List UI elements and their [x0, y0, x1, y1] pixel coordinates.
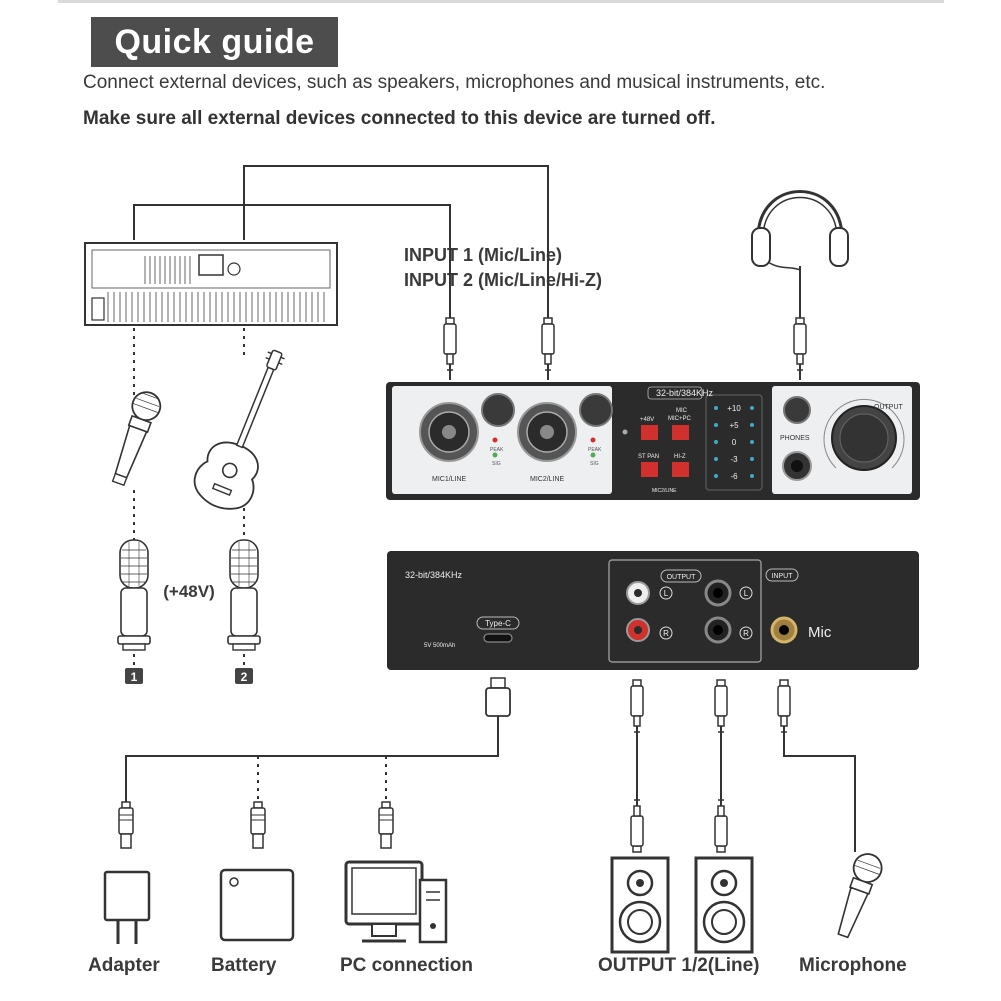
page-title: Quick guide: [91, 17, 338, 67]
mic-monitor-button: [672, 425, 689, 440]
condenser-mic-icon: [227, 539, 261, 651]
output-knob-label: OUTPUT: [874, 404, 904, 411]
usb-plug-icon: [485, 677, 511, 740]
meter-label: -3: [730, 455, 738, 464]
phantom-power-label: (+48V): [163, 582, 215, 601]
mic1-label: MIC1/LINE: [432, 476, 467, 483]
front-panel: [386, 382, 920, 500]
mic2-label: MIC2/LINE: [530, 476, 565, 483]
meter-label: -6: [730, 472, 738, 481]
sig-label-2: SIG: [590, 461, 599, 467]
mic-number-badge: [235, 668, 253, 684]
48v-button: [641, 425, 658, 440]
microphone-icon: [837, 853, 883, 939]
hi-z-button: [672, 462, 689, 477]
rear-L-label: L: [664, 589, 669, 598]
type-c-label: Type-C: [485, 619, 511, 628]
jack-plug-icon: [541, 317, 555, 381]
rear-L-label: L: [744, 589, 749, 598]
power-label: 5V 500mAh: [424, 643, 455, 649]
micpc-btn-label: MIC+PC: [668, 416, 692, 422]
mic2line-small-label: MIC2/LINE: [652, 488, 677, 494]
usb-plug-icon: [118, 801, 134, 849]
input-label: INPUT: [772, 573, 794, 580]
pc-icon: [344, 860, 448, 944]
pc-connection-label: PC connection: [340, 955, 474, 976]
jack-plug-icon: [777, 679, 791, 743]
jack-plug-icon: [714, 679, 728, 743]
rear-badge: 32-bit/384KHz: [405, 570, 463, 580]
adapter-label: Adapter: [88, 955, 160, 976]
input2-label: INPUT 2 (Mic/Line/Hi-Z): [404, 270, 602, 290]
jack-plug-icon: [630, 679, 644, 743]
battery-label: Battery: [211, 955, 277, 976]
output-label: OUTPUT: [667, 574, 697, 581]
meter-label: +5: [729, 421, 739, 430]
subtitle: Connect external devices, such as speake…: [83, 72, 826, 93]
front-badge: 32-bit/384KHz: [656, 388, 714, 398]
warning-text: Make sure all external devices connected…: [83, 108, 716, 129]
adapter-icon: [103, 870, 151, 944]
st-pan-button: [641, 462, 658, 477]
phones-label: PHONES: [780, 435, 810, 442]
microphone-icon: [111, 391, 162, 487]
output-line-label: OUTPUT 1/2(Line): [598, 955, 760, 976]
mic-number-1: 1: [131, 670, 138, 684]
top-divider: [58, 0, 944, 3]
keyboard-icon: [84, 242, 338, 326]
jack-plug-icon: [793, 317, 807, 381]
mic-input-label: Mic: [808, 624, 832, 641]
speaker-icon: [694, 856, 754, 954]
mic-btn-label: MIC: [676, 408, 688, 414]
peak-label-1: PEAK: [490, 447, 504, 453]
48v-label: +48V: [640, 417, 654, 423]
hiz-label: HI-Z: [674, 454, 686, 460]
guitar-icon: [193, 349, 285, 510]
headphones-icon: [751, 190, 849, 318]
peak-label-2: PEAK: [588, 447, 602, 453]
usb-plug-icon: [250, 801, 266, 849]
rear-panel: [387, 551, 919, 670]
sig-label-1: SIG: [492, 461, 501, 467]
condenser-mic-icon: [117, 539, 151, 651]
speaker-icon: [610, 856, 670, 954]
microphone-label: Microphone: [799, 955, 907, 976]
meter-label: 0: [732, 438, 737, 447]
rear-R-label: R: [663, 629, 669, 638]
stpan-label: ST PAN: [638, 454, 659, 460]
meter-label: +10: [727, 404, 741, 413]
usb-plug-icon: [378, 801, 394, 849]
mic-number-badge: [125, 668, 143, 684]
battery-icon: [219, 868, 295, 942]
mic-number-2: 2: [241, 670, 248, 684]
jack-plug-icon: [443, 317, 457, 381]
rear-R-label: R: [743, 629, 749, 638]
input1-label: INPUT 1 (Mic/Line): [404, 245, 563, 265]
